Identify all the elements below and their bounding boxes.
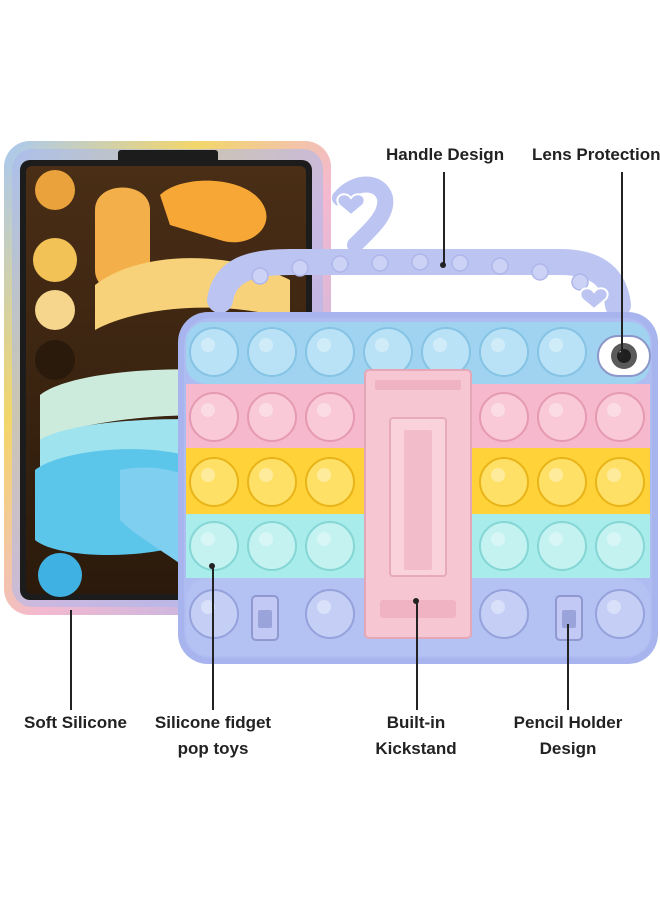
label-fidget-line2: pop toys [177,739,249,758]
camera-cutout [597,335,651,377]
pop-bubble [189,392,239,442]
pop-bubble-highlight [549,403,563,417]
pop-bubbles [189,327,645,639]
pop-bubble [305,392,355,442]
label-pencil-line2: Design [539,739,597,758]
callout-dot-handle [440,262,446,268]
pop-bubble-highlight [201,532,215,546]
pop-bubble-highlight [549,532,563,546]
pop-bubble-highlight [549,468,563,482]
pop-bubble-highlight [317,600,331,614]
pop-bubble [305,589,355,639]
label-handle-design: Handle Design [386,145,505,164]
pop-bubble [189,521,239,571]
pop-bubble-highlight [491,532,505,546]
label-pencil-holder: Pencil Holder Design [506,710,630,762]
callout-line-kick [416,600,418,710]
pop-bubble-highlight [259,403,273,417]
callout-line-soft [70,610,72,710]
pop-bubble [479,457,529,507]
pop-bubble [305,521,355,571]
pop-bubble-highlight [491,403,505,417]
label-kick-line2: Kickstand [375,739,457,758]
pop-bubble-highlight [607,600,621,614]
pop-bubble-highlight [491,468,505,482]
callout-dot-lens [618,352,624,358]
callout-dot-fidget [209,563,215,569]
pop-bubble-highlight [201,403,215,417]
pop-bubble-highlight [375,338,389,352]
pop-bubble-highlight [201,600,215,614]
pop-bubble [247,327,297,377]
pop-bubble [305,327,355,377]
handle-strap [207,176,631,318]
pop-bubble-highlight [201,338,215,352]
pop-bubble [595,521,645,571]
pop-bubble [189,457,239,507]
pop-bubble-highlight [317,338,331,352]
pop-bubble [537,327,587,377]
pop-bubble-highlight [201,468,215,482]
pop-bubble [247,521,297,571]
label-lens-protection: Lens Protection [532,145,660,164]
pop-bubble [595,457,645,507]
pop-bubble [537,392,587,442]
label-soft-silicone: Soft Silicone [24,713,127,732]
label-kickstand: Built-in Kickstand [370,710,462,762]
pop-bubble [421,327,471,377]
pop-bubble [247,392,297,442]
pencil-holder-left [251,595,279,641]
pop-bubble-highlight [317,532,331,546]
pop-bubble-highlight [607,468,621,482]
label-fidget: Silicone fidget pop toys [154,710,272,762]
callout-line-pencil [567,624,569,710]
pop-bubble-highlight [433,338,447,352]
pop-bubble [595,392,645,442]
pop-bubble-highlight [259,532,273,546]
pop-bubble-highlight [259,338,273,352]
pop-bubble [247,457,297,507]
pop-bubble-highlight [259,468,273,482]
pop-bubble [479,521,529,571]
pop-bubble-highlight [607,532,621,546]
pop-bubble [537,521,587,571]
pop-bubble [363,327,413,377]
pop-bubble [537,457,587,507]
callout-line-handle [443,172,445,264]
pop-bubble [305,457,355,507]
pop-bubble-highlight [491,338,505,352]
pop-bubble [595,589,645,639]
callout-line-fidget [212,566,214,710]
callout-dot-kick [413,598,419,604]
kickstand [364,369,472,639]
pop-bubble [479,589,529,639]
pop-bubble [189,589,239,639]
callout-line-lens [621,172,623,354]
pop-bubble-highlight [491,600,505,614]
label-kick-line1: Built-in [386,713,446,732]
pop-bubble-highlight [317,468,331,482]
pop-bubble-highlight [607,403,621,417]
pop-bubble-highlight [317,403,331,417]
pencil-holder-right [555,595,583,641]
pop-bubble [189,327,239,377]
pop-bubble [479,392,529,442]
pop-bubble [479,327,529,377]
label-fidget-line1: Silicone fidget [154,713,272,732]
label-pencil-line1: Pencil Holder [513,713,623,732]
pop-bubble-highlight [549,338,563,352]
